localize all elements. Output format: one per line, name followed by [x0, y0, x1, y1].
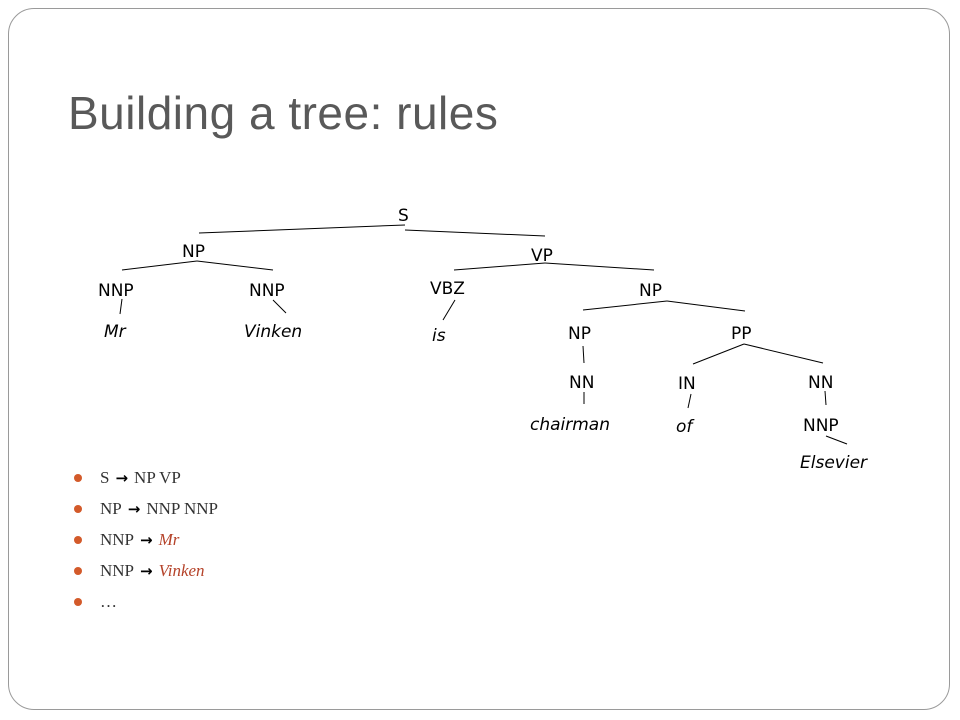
edge-nnp2-vinken: [272, 299, 287, 314]
edge-pp-in: [692, 343, 745, 365]
rule-item: NNP → Mr: [74, 524, 218, 555]
slide-title: Building a tree: rules: [68, 87, 499, 139]
node-np-subject: NP: [182, 242, 205, 262]
bullet-icon: [74, 474, 82, 482]
leaf-mr: Mr: [104, 322, 127, 342]
slide-frame: [8, 8, 950, 710]
node-nn-chairman: NN: [569, 373, 594, 393]
edge-npinner-nn: [582, 345, 585, 364]
leaf-of: of: [676, 417, 695, 437]
node-pp: PP: [731, 324, 752, 344]
edge-np-pp: [666, 300, 746, 312]
node-nnp-1: NNP: [98, 281, 134, 301]
rule-rhs: NNP NNP: [146, 499, 218, 518]
rule-rhs: Vinken: [158, 561, 205, 580]
edge-s-vp: [404, 229, 546, 237]
leaf-vinken: Vinken: [244, 322, 302, 342]
rule-item: S → NP VP: [74, 462, 218, 493]
edge-nnp-elsevier: [825, 435, 848, 445]
leaf-is: is: [432, 326, 446, 346]
rule-lhs: NNP: [100, 530, 135, 549]
edge-pp-nn: [743, 343, 824, 364]
edge-np-nnp2: [196, 260, 274, 271]
rule-rhs: Mr: [158, 530, 180, 549]
node-vbz: VBZ: [430, 279, 465, 299]
edge-vp-np: [544, 262, 655, 271]
edge-in-of: [687, 393, 692, 409]
edge-vp-vbz: [453, 262, 546, 271]
node-np-inner: NP: [568, 324, 591, 344]
bullet-icon: [74, 567, 82, 575]
node-np-object: NP: [639, 281, 662, 301]
bullet-icon: [74, 505, 82, 513]
rules-list: S → NP VP NP → NNP NNP NNP → Mr NNP → Vinken …: [74, 462, 218, 617]
rule-ellipsis: …: [100, 592, 117, 611]
edge-np-npinner: [582, 300, 668, 311]
leaf-chairman: chairman: [530, 415, 610, 435]
node-s: S: [398, 206, 409, 226]
bullet-icon: [74, 536, 82, 544]
rule-item: NNP → Vinken: [74, 555, 218, 586]
rule-item: …: [74, 586, 218, 617]
rule-rhs: NP VP: [134, 468, 181, 487]
edge-np-nnp1: [121, 260, 198, 271]
edge-nnp1-mr: [119, 298, 123, 315]
node-nn-elsevier: NN: [808, 373, 833, 393]
arrow-icon: →: [140, 531, 153, 549]
arrow-icon: →: [140, 562, 153, 580]
rule-lhs: S: [100, 468, 110, 487]
rule-item: NP → NNP NNP: [74, 493, 218, 524]
arrow-icon: →: [127, 500, 141, 518]
node-nnp-elsevier: NNP: [803, 416, 839, 436]
node-in: IN: [678, 374, 696, 394]
bullet-icon: [74, 598, 82, 606]
edge-s-np: [198, 224, 406, 234]
rule-lhs: NP: [100, 499, 122, 518]
arrow-icon: →: [115, 469, 129, 487]
edge-vbz-is: [442, 299, 456, 321]
node-vp: VP: [531, 246, 553, 266]
edge-nn-nnp: [824, 390, 827, 406]
leaf-elsevier: Elsevier: [800, 453, 868, 473]
rule-lhs: NNP: [100, 561, 135, 580]
node-nnp-2: NNP: [249, 281, 285, 301]
